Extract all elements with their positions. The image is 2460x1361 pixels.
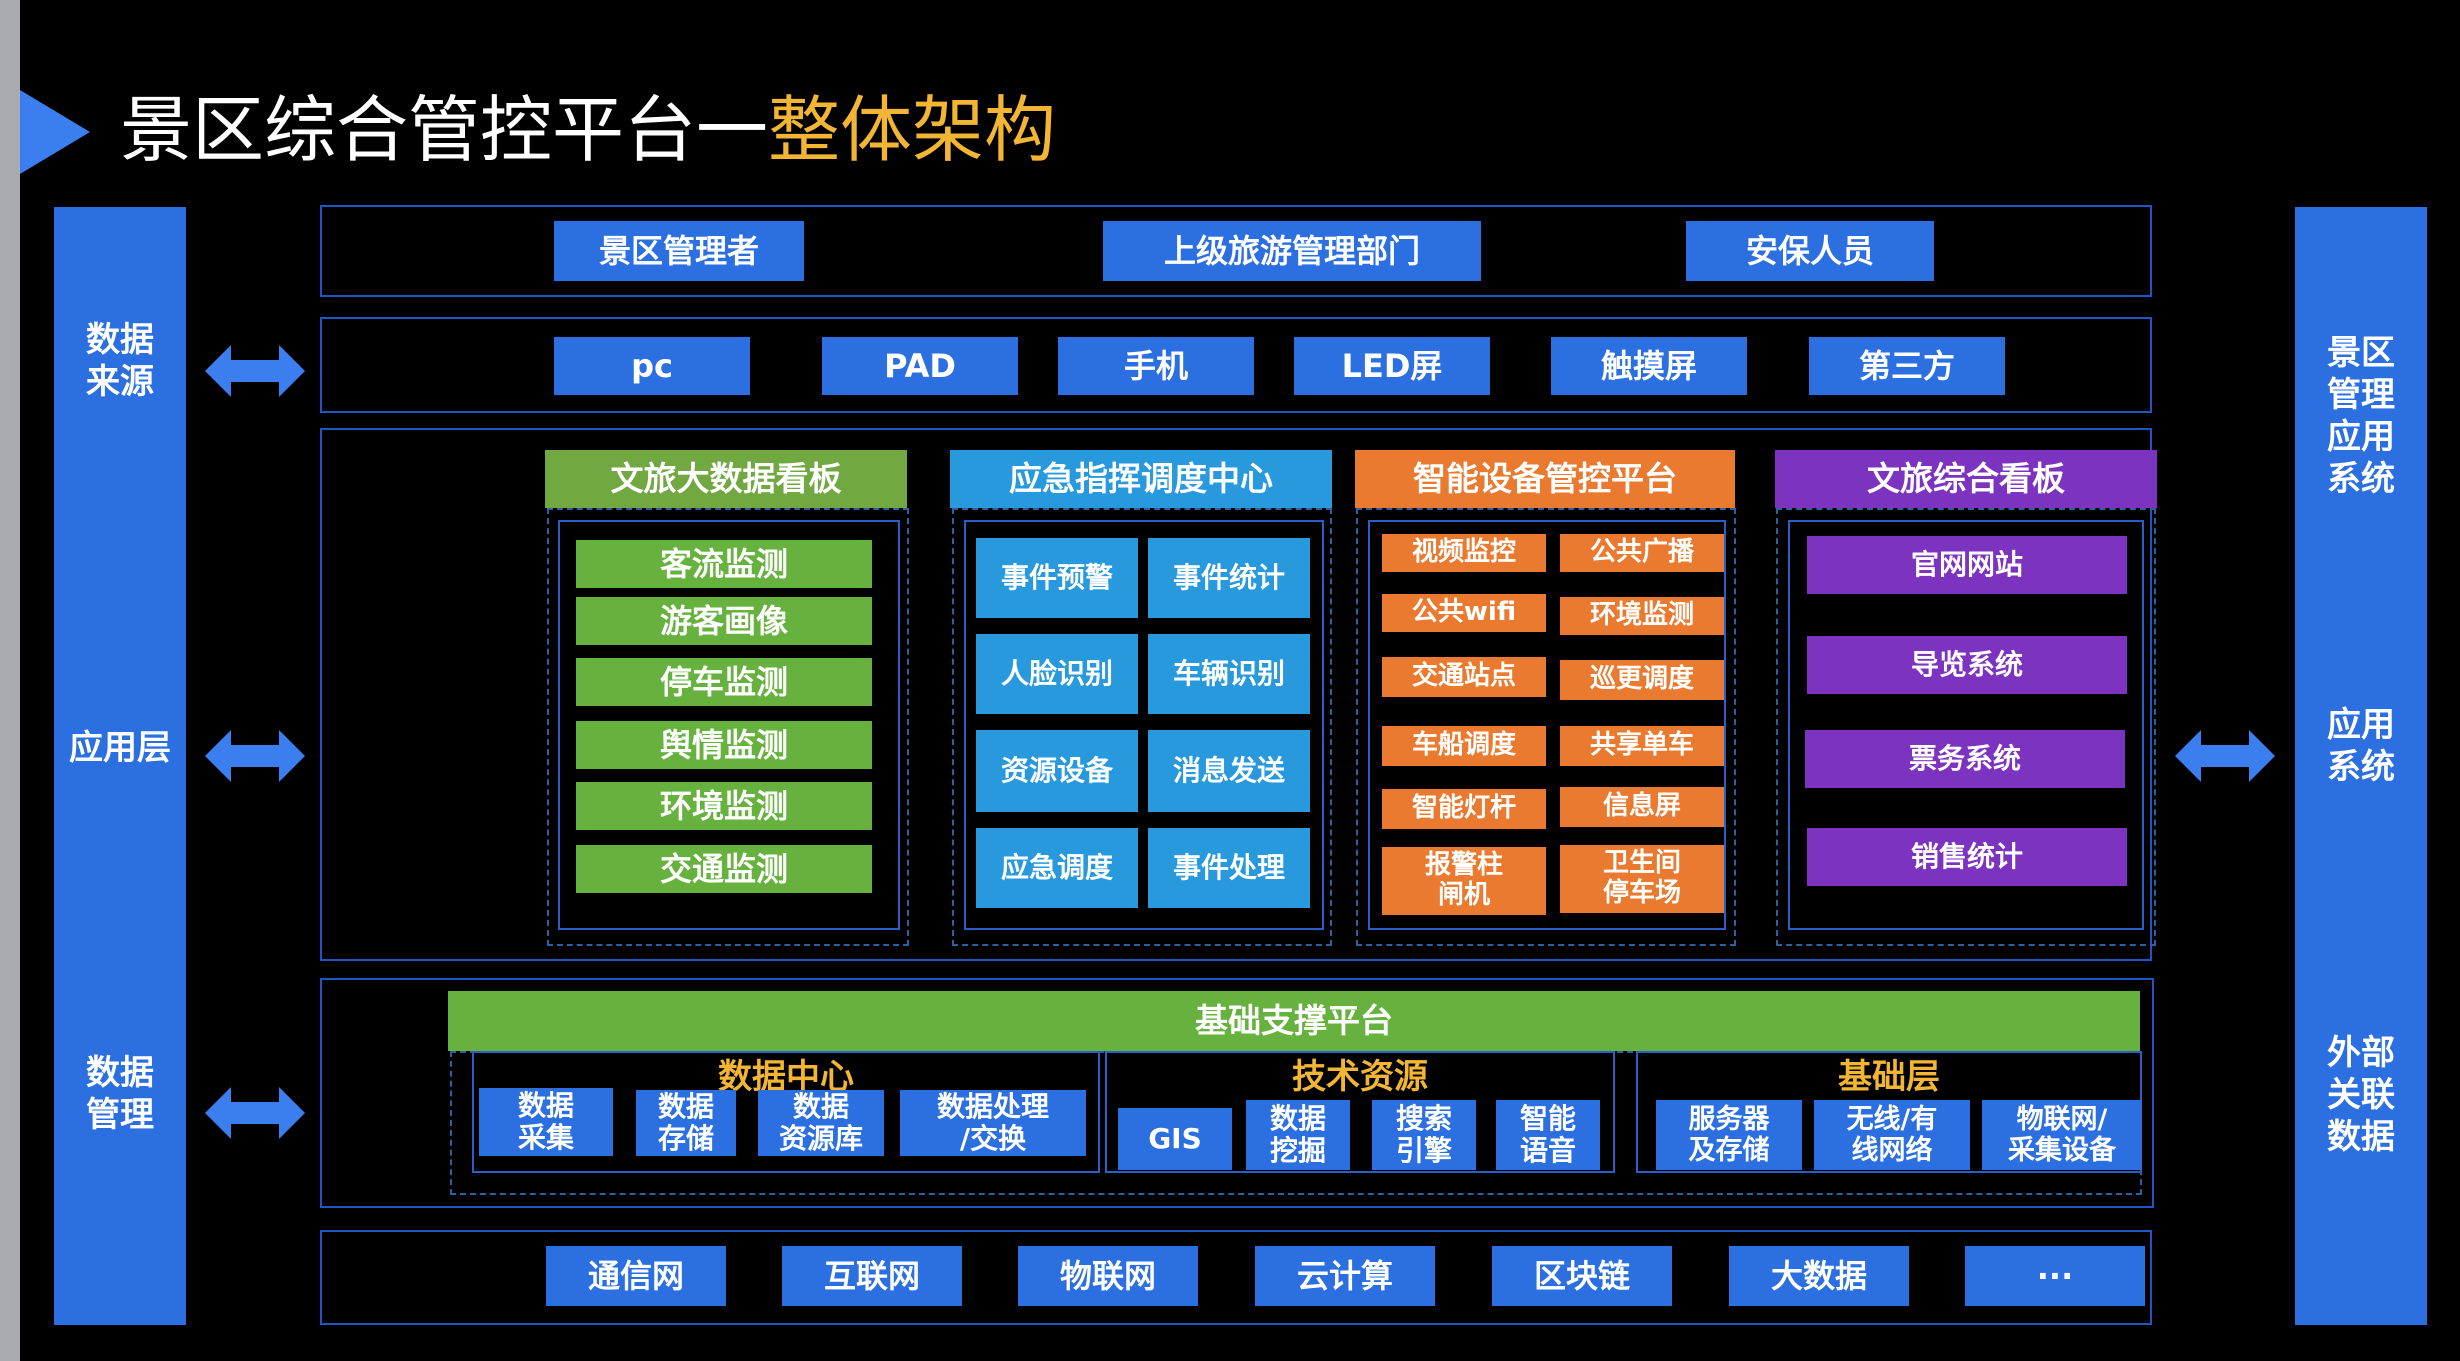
module-header-devices: 智能设备管控平台 (1355, 450, 1735, 508)
device-item: 公共广播 (1560, 534, 1724, 572)
emergency-item: 消息发送 (1148, 730, 1310, 812)
device-item: 信息屏 (1560, 787, 1724, 827)
terminal-box-led: LED屏 (1294, 337, 1490, 395)
group-label-base-layer: 基础层 (1838, 1057, 1940, 1097)
title-highlight: 整体架构 (768, 88, 1057, 172)
bigdata-item: 舆情监测 (576, 721, 872, 769)
group-label-tech-resources: 技术资源 (1292, 1057, 1428, 1097)
base-item: 服务器 及存储 (1656, 1100, 1802, 1170)
base-item: 物联网/ 采集设备 (1982, 1100, 2142, 1170)
device-item: 共享单车 (1560, 726, 1724, 766)
overview-item: 官网网站 (1807, 536, 2127, 594)
user-box-tourism-dept: 上级旅游管理部门 (1103, 221, 1481, 281)
infra-box: 互联网 (782, 1246, 962, 1306)
device-item: 卫生间 停车场 (1560, 845, 1724, 913)
user-box-manager: 景区管理者 (554, 221, 804, 281)
infra-box: 大数据 (1729, 1246, 1909, 1306)
tech-item: 搜索 引擎 (1372, 1100, 1476, 1170)
infra-box: 物联网 (1018, 1246, 1198, 1306)
overview-item: 销售统计 (1807, 828, 2127, 886)
overview-item: 导览系统 (1807, 636, 2127, 694)
user-box-security: 安保人员 (1686, 221, 1934, 281)
module-header-overview: 文旅综合看板 (1775, 450, 2157, 508)
module-inner-devices (1368, 520, 1726, 930)
left-sidebar: 数据 来源 应用层 数据 管理 (54, 207, 186, 1325)
support-platform-title: 基础支撑平台 (448, 991, 2140, 1051)
module-inner-overview (1788, 520, 2144, 930)
module-panel-bigdata (547, 508, 909, 946)
terminal-box-phone: 手机 (1058, 337, 1254, 395)
device-item: 报警柱 闸机 (1382, 847, 1546, 915)
device-item: 交通站点 (1382, 657, 1546, 697)
device-item: 视频监控 (1382, 534, 1546, 572)
terminal-box-third-party: 第三方 (1809, 337, 2005, 395)
slide: 景区综合管控平台一整体架构 数据 来源 应用层 数据 管理 景区 管理 应用 系… (20, 0, 2460, 1361)
data-center-item: 数据 采集 (479, 1088, 613, 1156)
device-item: 车船调度 (1382, 726, 1546, 766)
module-panel-devices (1356, 508, 1736, 946)
emergency-item: 事件统计 (1148, 538, 1310, 618)
right-sidebar-label-external: 外部 关联 数据 (2327, 1033, 2395, 1157)
overview-item: 票务系统 (1805, 730, 2125, 788)
double-arrow-icon (2175, 730, 2275, 782)
right-sidebar: 景区 管理 应用 系统 应用 系统 外部 关联 数据 (2295, 207, 2427, 1325)
terminal-box-pad: PAD (822, 337, 1018, 395)
group-tech-resources (1105, 1051, 1615, 1173)
module-header-emergency: 应急指挥调度中心 (950, 450, 1332, 508)
emergency-item: 事件预警 (976, 538, 1138, 618)
left-sidebar-label-data: 数据 管理 (86, 1053, 154, 1135)
base-item: 无线/有 线网络 (1814, 1100, 1970, 1170)
infrastructure-row: 通信网 互联网 物联网 云计算 区块链 大数据 ··· (320, 1230, 2152, 1325)
bigdata-item: 停车监测 (576, 658, 872, 706)
infra-box-more: ··· (1965, 1246, 2145, 1306)
double-arrow-icon (205, 345, 305, 397)
double-arrow-icon (205, 730, 305, 782)
terminal-box-touch: 触摸屏 (1551, 337, 1747, 395)
device-item: 巡更调度 (1560, 660, 1724, 700)
data-center-item: 数据处理 /交换 (900, 1090, 1086, 1156)
group-data-center (472, 1051, 1100, 1173)
emergency-item: 资源设备 (976, 730, 1138, 812)
left-sidebar-label-app: 应用层 (69, 728, 171, 768)
emergency-item: 应急调度 (976, 828, 1138, 908)
module-panel-emergency (952, 508, 1332, 946)
data-center-item: 数据 资源库 (758, 1090, 884, 1156)
page-title: 景区综合管控平台一整体架构 (120, 80, 1056, 180)
module-panel-overview (1776, 508, 2156, 946)
title-main: 景区综合管控平台一 (120, 88, 769, 172)
tech-item-gis: GIS (1118, 1108, 1232, 1170)
emergency-item: 事件处理 (1148, 828, 1310, 908)
bigdata-item: 游客画像 (576, 597, 872, 645)
infra-box: 区块链 (1492, 1246, 1672, 1306)
bigdata-item: 客流监测 (576, 540, 872, 588)
data-center-item: 数据 存储 (636, 1090, 736, 1156)
infra-box: 云计算 (1255, 1246, 1435, 1306)
terminal-box-pc: pc (554, 337, 750, 395)
device-item: 公共wifi (1382, 594, 1546, 632)
right-sidebar-label-mgmt: 景区 管理 应用 系统 (2327, 333, 2395, 499)
device-item: 环境监测 (1560, 597, 1724, 635)
users-row: 景区管理者 上级旅游管理部门 安保人员 (320, 205, 2152, 297)
module-inner-emergency (964, 520, 1324, 930)
module-inner-bigdata (558, 520, 900, 930)
left-sidebar-label-source: 数据 来源 (86, 320, 154, 402)
terminals-row: pc PAD 手机 LED屏 触摸屏 第三方 (320, 317, 2152, 413)
bigdata-item: 交通监测 (576, 845, 872, 893)
emergency-item: 人脸识别 (976, 634, 1138, 714)
title-triangle-icon (20, 90, 90, 174)
bigdata-item: 环境监测 (576, 782, 872, 830)
device-item: 智能灯杆 (1382, 789, 1546, 829)
module-header-bigdata: 文旅大数据看板 (545, 450, 907, 508)
infra-box: 通信网 (546, 1246, 726, 1306)
tech-item: 数据 挖掘 (1246, 1100, 1350, 1170)
double-arrow-icon (205, 1087, 305, 1139)
tech-item: 智能 语音 (1496, 1100, 1600, 1170)
emergency-item: 车辆识别 (1148, 634, 1310, 714)
right-sidebar-label-app: 应用 系统 (2327, 705, 2395, 787)
